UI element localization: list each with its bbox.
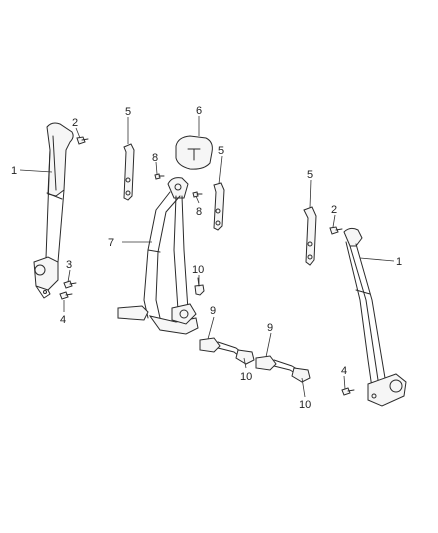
center-seat-belt-assembly [117, 177, 199, 335]
callout-labels: 1 1 2 2 3 4 4 5 5 5 6 7 8 8 9 9 10 10 10 [11, 105, 402, 411]
anchor-bracket-5-right [303, 206, 317, 266]
callout-10-left: 10 [240, 371, 252, 383]
bolt-3 [63, 280, 77, 289]
anchor-bracket-5-center [213, 182, 225, 231]
callout-2-right: 2 [331, 204, 337, 216]
leader-lines [19, 116, 395, 398]
callout-3: 3 [66, 259, 72, 271]
callout-4-right: 4 [341, 365, 347, 377]
left-seat-belt-assembly [33, 122, 74, 299]
callout-5-left: 5 [125, 106, 131, 118]
callout-1-left: 1 [11, 165, 17, 177]
callout-7: 7 [108, 237, 114, 249]
bolt-2-right [329, 226, 343, 235]
callout-10-center: 10 [192, 264, 204, 276]
screw-8-lower [192, 191, 203, 198]
right-seat-belt-assembly [343, 227, 407, 407]
buckle-9-left [199, 337, 255, 365]
buckle-9-right [255, 355, 311, 383]
callout-5-center: 5 [218, 145, 224, 157]
callout-9-right: 9 [267, 322, 273, 334]
callout-2-left: 2 [72, 117, 78, 129]
callout-10-right: 10 [299, 399, 311, 411]
anchor-bracket-5-left [123, 143, 135, 201]
bolt-2-left [76, 136, 89, 145]
bolt-4-right [341, 387, 355, 396]
callout-4-left: 4 [60, 314, 66, 326]
cover-part-6 [175, 135, 213, 170]
bolt-4-left [59, 291, 73, 300]
callout-9-left: 9 [210, 305, 216, 317]
callout-8-lower: 8 [196, 206, 202, 218]
callout-8-upper: 8 [152, 152, 158, 164]
callout-6: 6 [196, 105, 202, 117]
bolt-10-center [194, 277, 205, 296]
callout-1-right: 1 [396, 256, 402, 268]
callout-5-right: 5 [307, 169, 313, 181]
screw-8-upper [154, 173, 165, 180]
